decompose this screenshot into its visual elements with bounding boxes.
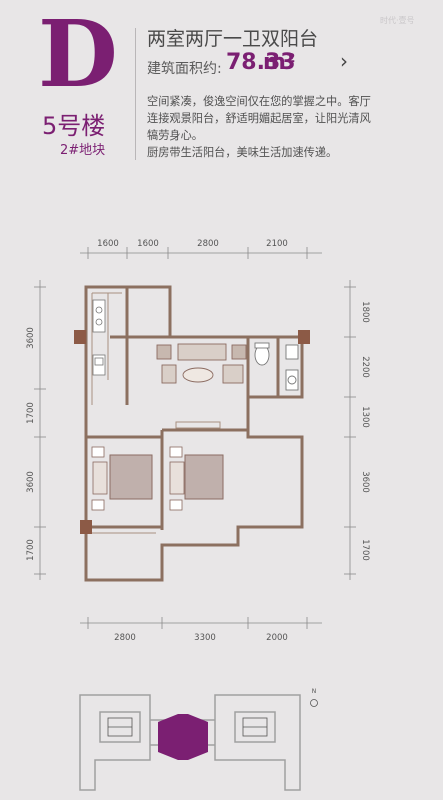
north-label: N bbox=[312, 688, 317, 695]
dim-top: 2100 bbox=[266, 239, 288, 249]
north-icon bbox=[310, 699, 318, 707]
area-unit: m² bbox=[263, 50, 296, 75]
dim-top: 1600 bbox=[137, 239, 159, 249]
description-line: 空间紧凑，俊逸空间仅在您的掌握之中。客厅 bbox=[147, 95, 371, 108]
area-label: 建筑面积约: bbox=[147, 61, 222, 77]
dim-left: 1700 bbox=[26, 539, 36, 561]
dim-right: 1300 bbox=[360, 406, 370, 428]
plot-label: 2#地块 bbox=[60, 143, 106, 158]
walls bbox=[84, 285, 304, 582]
bedroom-left bbox=[91, 446, 153, 511]
brand-logo: 时代·壹号 bbox=[380, 16, 415, 25]
unit-title: 两室两厅一卫双阳台 bbox=[147, 28, 319, 50]
building-number: 5号楼 bbox=[42, 112, 106, 140]
header-divider bbox=[135, 28, 136, 160]
dimension-labels: 1600 1600 2800 2100 2800 3300 2000 3600 … bbox=[26, 239, 370, 643]
dim-right: 1800 bbox=[360, 301, 370, 323]
dim-bottom: 2000 bbox=[266, 633, 288, 643]
dim-right: 3600 bbox=[360, 471, 370, 493]
dim-left: 1700 bbox=[26, 402, 36, 424]
dim-bottom: 2800 bbox=[114, 633, 136, 643]
structural-columns bbox=[74, 330, 310, 534]
dimension-lines bbox=[34, 247, 356, 629]
bedroom-right bbox=[169, 446, 224, 511]
dim-right: 1700 bbox=[360, 539, 370, 561]
description-line: 厨房带生活阳台，美味生活加速传递。 bbox=[147, 146, 338, 159]
dim-top: 2800 bbox=[197, 239, 219, 249]
inner-walls bbox=[91, 292, 221, 534]
key-plan: N bbox=[79, 688, 318, 791]
chevron-right-icon[interactable]: › bbox=[340, 49, 348, 73]
dim-top: 1600 bbox=[97, 239, 119, 249]
bathroom bbox=[254, 342, 299, 391]
dim-left: 3600 bbox=[26, 327, 36, 349]
description-line: 连接观景阳台，舒适明媚起居室，让阳光清风 bbox=[147, 112, 371, 125]
highlighted-unit bbox=[158, 714, 208, 760]
dim-bottom: 3300 bbox=[194, 633, 216, 643]
area-value: 78.33 bbox=[226, 50, 296, 75]
living-room bbox=[156, 343, 247, 384]
dim-right: 2200 bbox=[360, 356, 370, 378]
unit-letter: D bbox=[38, 0, 118, 108]
kitchen bbox=[92, 299, 106, 376]
description-line: 犒劳身心。 bbox=[147, 129, 203, 142]
dim-left: 3600 bbox=[26, 471, 36, 493]
